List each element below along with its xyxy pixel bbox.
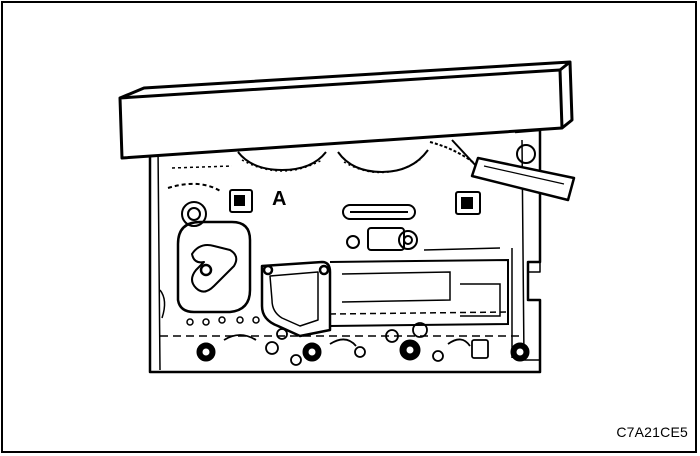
bolt-4 [510, 342, 530, 362]
lower-stud-row [159, 289, 520, 337]
bolt-2 [302, 342, 322, 362]
center-mount-plate [260, 260, 332, 338]
bolt-3 [399, 339, 421, 361]
pan-rail [329, 247, 513, 358]
figure-code: C7A21CE5 [616, 424, 688, 440]
bottom-bolts [196, 322, 530, 366]
straight-edge [118, 60, 574, 160]
center-bolt-boss [346, 227, 418, 251]
upper-bosses [167, 182, 481, 227]
callout-label-a: A [272, 188, 286, 210]
bolt-1 [196, 342, 216, 362]
feeler-gauge [451, 139, 576, 202]
oil-passage-gasket [176, 220, 252, 314]
cylinder-bores [171, 141, 536, 174]
